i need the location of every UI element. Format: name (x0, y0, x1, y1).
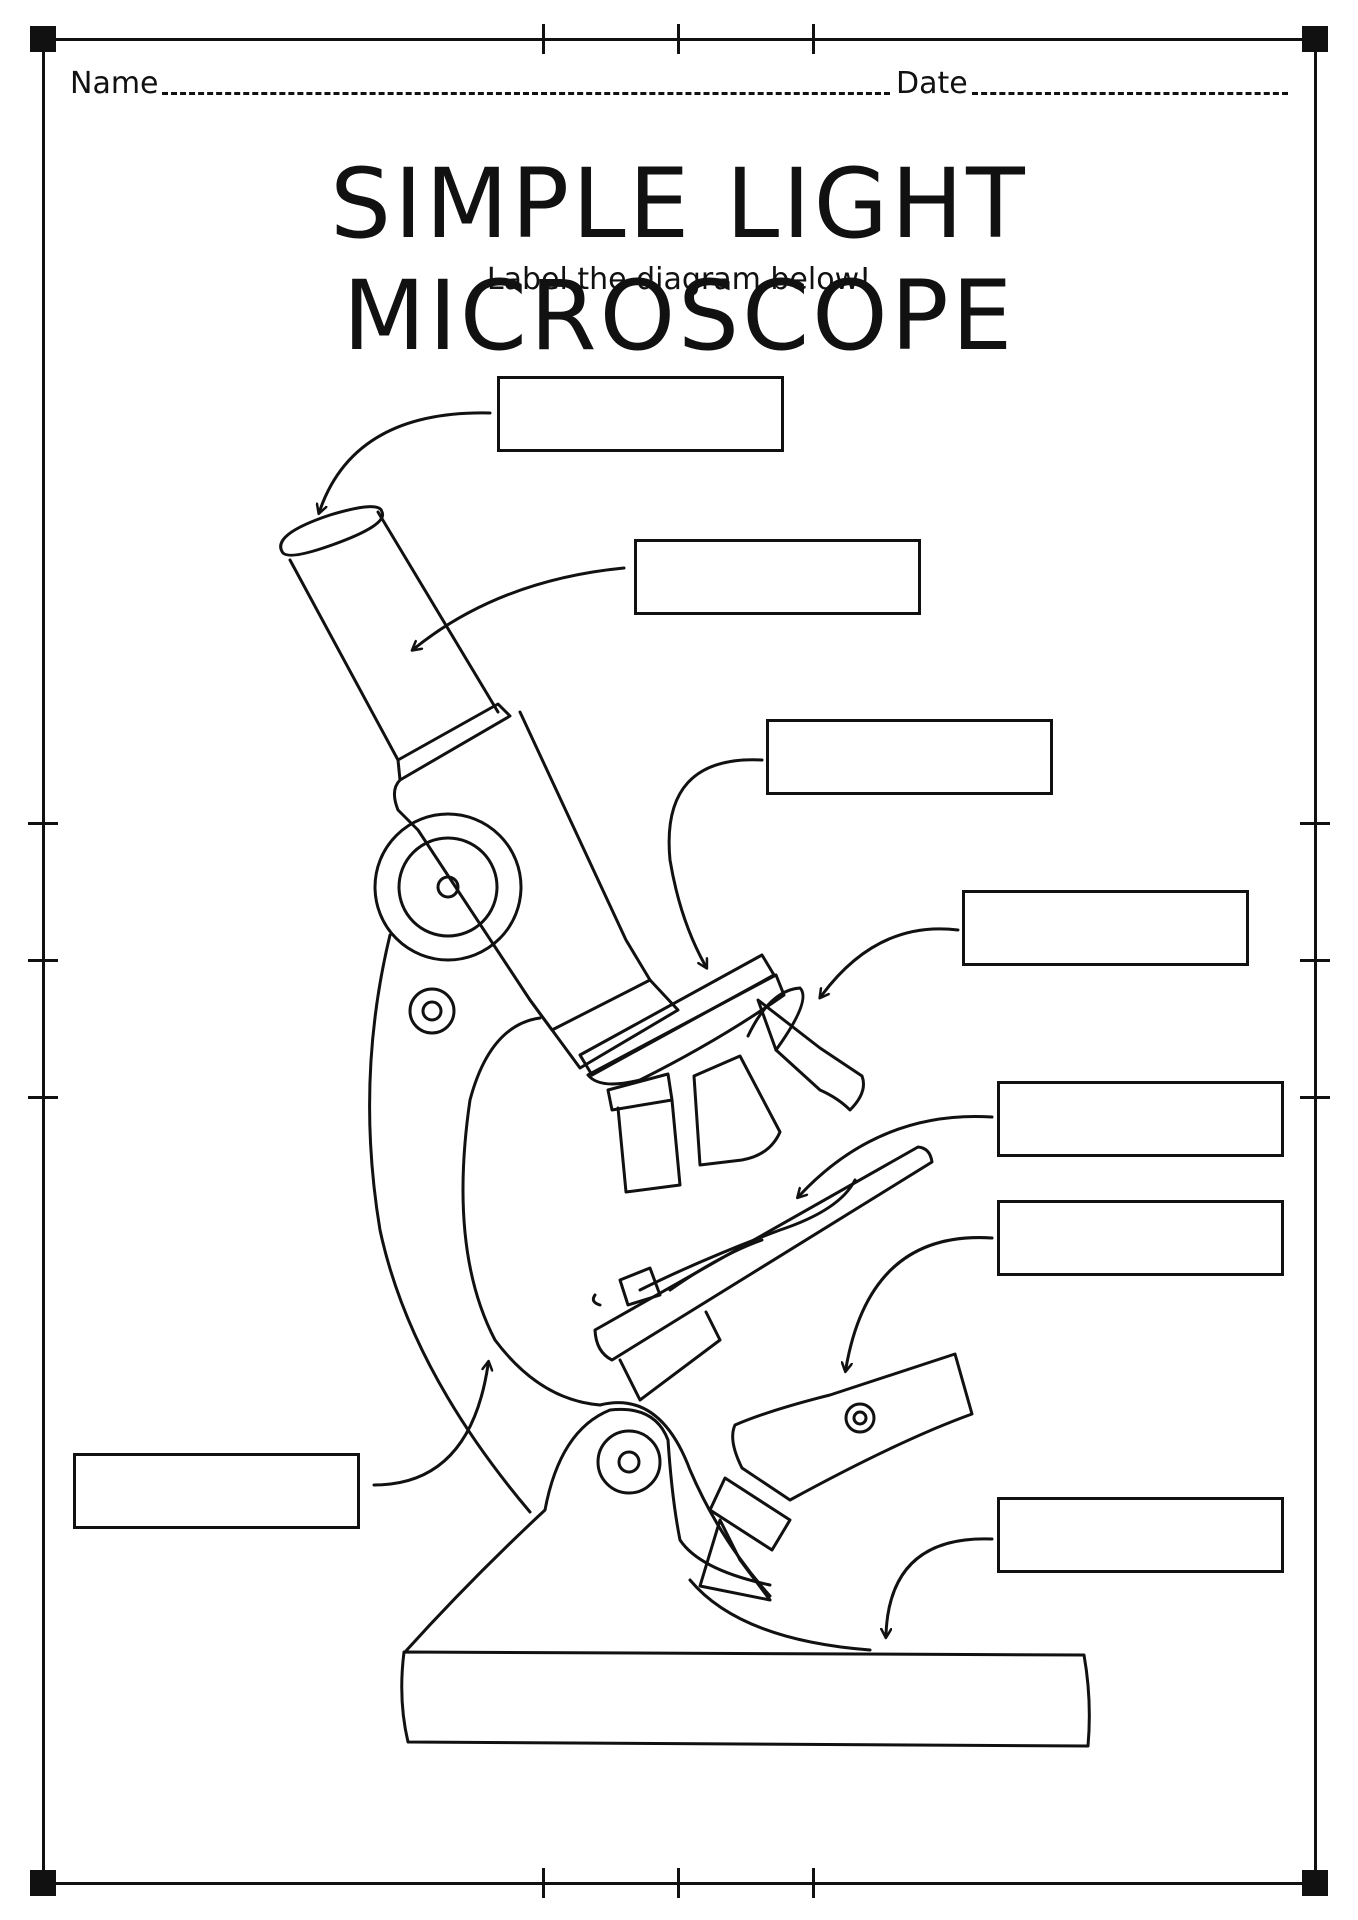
arm (368, 933, 532, 1514)
label-box-eyepiece[interactable] (497, 376, 784, 452)
nosepiece (578, 953, 776, 1077)
lower-knob-outer (596, 1429, 662, 1495)
corner-top-right (1302, 26, 1328, 52)
arrow-clips (846, 1236, 994, 1368)
tick-left-2 (28, 959, 58, 962)
base (400, 1650, 1091, 1748)
tick-right-1 (1300, 822, 1330, 825)
tick-top-3 (812, 24, 815, 54)
frame-top (44, 38, 1316, 41)
arrow-objectives (822, 927, 960, 995)
light-wedge (698, 1518, 772, 1602)
date-field[interactable] (972, 78, 1288, 95)
tick-right-2 (1300, 959, 1330, 962)
name-label: Name (70, 66, 159, 101)
tube-collar (396, 702, 512, 782)
condenser-arm (708, 1476, 792, 1552)
arrow-arm (372, 1365, 488, 1487)
tick-left-1 (28, 822, 58, 825)
page-title: SIMPLE LIGHT MICROSCOPE (330, 148, 1028, 372)
label-box-nosepiece[interactable] (766, 719, 1053, 795)
stage-knob (618, 1266, 662, 1307)
corner-top-left (30, 26, 56, 52)
lower-knob-inner (617, 1450, 641, 1474)
stage (593, 1145, 934, 1362)
condenser-pivot-outer (844, 1402, 876, 1434)
tick-bottom-1 (542, 1868, 545, 1898)
label-box-arm[interactable] (73, 1453, 360, 1529)
tick-right-3 (1300, 1096, 1330, 1099)
name-field[interactable] (162, 78, 890, 95)
label-box-stage[interactable] (997, 1081, 1284, 1157)
eyepiece-rim (279, 505, 385, 557)
tick-top-2 (677, 24, 680, 54)
arm-pillar-left (403, 1407, 772, 1654)
tick-bottom-3 (812, 1868, 815, 1898)
corner-bottom-right (1302, 1870, 1328, 1896)
arrow-body-tube (415, 566, 626, 648)
corner-bottom-left (30, 1870, 56, 1896)
arrow-eyepiece (320, 411, 492, 510)
arrow-stage (800, 1114, 994, 1195)
page-subtitle: Label the diagram below! (486, 262, 872, 297)
arm-inner (461, 1016, 602, 1407)
coarse-knob-mid (397, 836, 499, 938)
eyepiece-tube (288, 510, 500, 762)
stage-clip (638, 1178, 857, 1292)
arm-foot (688, 1578, 872, 1652)
label-box-stage-clips[interactable] (997, 1200, 1284, 1276)
objective-1 (606, 1072, 682, 1194)
stage-lever (591, 1293, 602, 1307)
tick-left-3 (28, 1096, 58, 1099)
arrow-nosepiece (667, 758, 764, 965)
stage-clip-2 (668, 1238, 764, 1292)
label-box-body-tube[interactable] (634, 539, 921, 615)
fine-knob-inner (421, 1000, 443, 1022)
label-box-objectives[interactable] (962, 890, 1249, 966)
objective-3 (756, 998, 865, 1112)
coarse-knob-outer (373, 812, 523, 962)
tick-bottom-2 (677, 1868, 680, 1898)
condenser (731, 1352, 974, 1502)
fine-knob-outer (408, 987, 456, 1035)
body-tube (393, 710, 652, 1032)
objective-2 (692, 1054, 782, 1167)
frame-bottom (44, 1882, 1316, 1885)
label-box-base[interactable] (997, 1497, 1284, 1573)
arrow-base (886, 1537, 994, 1634)
tick-top-1 (542, 24, 545, 54)
objective-3-ring (746, 986, 805, 1052)
nosepiece-turret (586, 973, 786, 1086)
date-label: Date (896, 66, 968, 101)
stage-support (618, 1310, 722, 1402)
body-tube-lower (528, 978, 680, 1070)
condenser-pivot-inner (852, 1410, 868, 1426)
